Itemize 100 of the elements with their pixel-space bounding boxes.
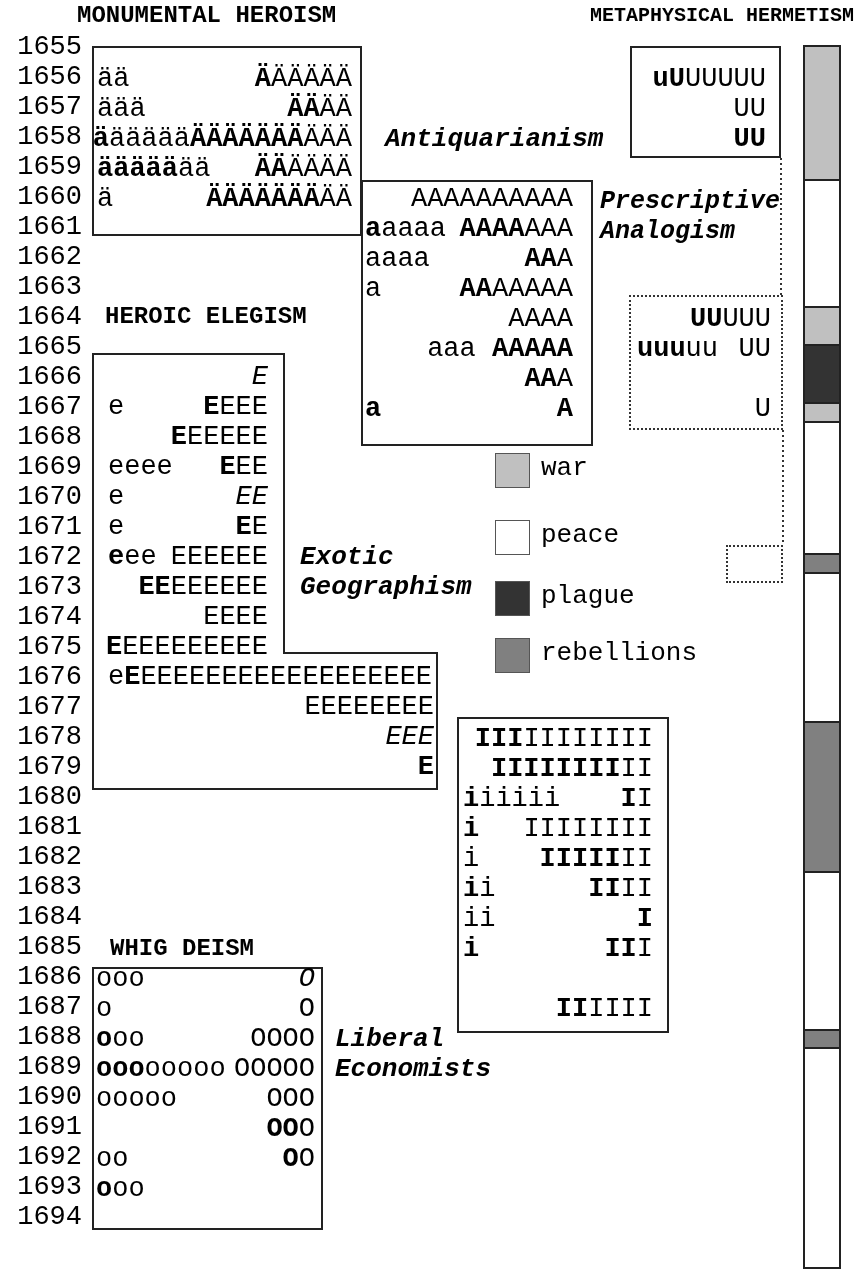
- letter-row: AAAAAAA: [459, 214, 573, 244]
- letter-row: IIIIII: [555, 994, 653, 1024]
- letter-row: ÄÄÄÄ: [287, 94, 352, 124]
- year-label: 1661: [16, 212, 82, 242]
- period-heading: METAPHYSICAL HERMETISM: [590, 3, 855, 29]
- letter-row: O: [298, 964, 315, 994]
- period-label: Antiquarianism: [385, 124, 605, 154]
- letter-row: i: [463, 844, 480, 874]
- year-label: 1694: [16, 1202, 82, 1232]
- year-label: 1658: [16, 122, 82, 152]
- letter-row: uUUUUUU: [652, 64, 766, 94]
- period-label: Prescriptive Analogism: [600, 187, 782, 247]
- year-label: 1663: [16, 272, 82, 302]
- letter-row: eEEEEEEEEEEEEEEEEEEE: [108, 662, 433, 692]
- letter-row: IIIIIIIIIII: [474, 724, 653, 754]
- letter-row: ooo: [96, 964, 145, 994]
- year-label: 1681: [16, 812, 82, 842]
- letter-row: AAAAAAA: [459, 274, 573, 304]
- letter-row: II: [620, 784, 653, 814]
- letter-row: EE: [235, 512, 268, 542]
- letter-row: ääääääÄÄÄÄÄÄÄÄÄÄ: [92, 124, 352, 154]
- year-label: 1668: [16, 422, 82, 452]
- year-label: 1657: [16, 92, 82, 122]
- letter-row: a: [365, 274, 382, 304]
- year-label: 1692: [16, 1142, 82, 1172]
- letter-row: ÄÄÄÄÄÄÄÄÄ: [206, 184, 352, 214]
- letter-row: UU: [733, 124, 766, 154]
- year-label: 1676: [16, 662, 82, 692]
- letter-row: uuuuu: [637, 334, 718, 364]
- letter-row: OOOOO: [234, 1054, 315, 1084]
- letter-row: AAAA: [508, 304, 573, 334]
- letter-row: E: [417, 752, 434, 782]
- letter-row: ÄÄÄÄÄÄ: [254, 154, 352, 184]
- letter-row: AAAAAAAAAA: [410, 184, 573, 214]
- letter-row: EE: [235, 482, 268, 512]
- letter-row: äääääää: [97, 154, 211, 184]
- letter-row: OOO: [266, 1114, 315, 1144]
- letter-row: EEEEEEEE: [138, 572, 268, 602]
- letter-row: EEE: [385, 722, 434, 752]
- letter-row: äää: [97, 94, 146, 124]
- legend-label: war: [541, 453, 588, 483]
- year-label: 1693: [16, 1172, 82, 1202]
- letter-row: EEEEEEEE: [304, 692, 434, 722]
- period-label: Exotic Geographism: [300, 542, 473, 602]
- letter-row: o: [96, 994, 113, 1024]
- letter-row: ää: [97, 64, 130, 94]
- letter-row: ä: [97, 184, 114, 214]
- year-label: 1669: [16, 452, 82, 482]
- year-label: 1674: [16, 602, 82, 632]
- letter-row: EEEE: [203, 392, 268, 422]
- letter-row: AAA: [524, 364, 573, 394]
- year-label: 1662: [16, 242, 82, 272]
- letter-row: OOO: [266, 1084, 315, 1114]
- year-label: 1677: [16, 692, 82, 722]
- letter-row: EEEEEEEEEE: [105, 632, 268, 662]
- year-label: 1687: [16, 992, 82, 1022]
- year-label: 1673: [16, 572, 82, 602]
- letter-row: EEE: [219, 452, 268, 482]
- letter-row: ooo: [96, 1174, 145, 1204]
- letter-row: ii: [463, 874, 496, 904]
- letter-row: U: [754, 394, 771, 424]
- period-box: [629, 295, 783, 430]
- empty-box: [726, 545, 783, 583]
- letter-row: IIIIIIII: [523, 814, 653, 844]
- letter-row: ÄÄÄÄÄÄ: [254, 64, 352, 94]
- letter-row: oo: [96, 1144, 129, 1174]
- legend-label: peace: [541, 520, 619, 550]
- letter-row: e: [108, 482, 125, 512]
- dotted-connector: [780, 157, 782, 296]
- letter-row: OOOO: [250, 1024, 315, 1054]
- year-label: 1660: [16, 182, 82, 212]
- letter-row: e: [108, 392, 125, 422]
- legend-label: rebellions: [541, 638, 698, 668]
- letter-row: e: [108, 512, 125, 542]
- letter-row: aaaaa: [365, 214, 446, 244]
- year-label: 1670: [16, 482, 82, 512]
- year-label: 1688: [16, 1022, 82, 1052]
- letter-row: I: [636, 904, 653, 934]
- period-heading: MONUMENTAL HEROISM: [77, 2, 337, 30]
- year-label: 1679: [16, 752, 82, 782]
- letter-row: UUUUU: [690, 304, 771, 334]
- letter-row: IIIIIIIIII: [490, 754, 653, 784]
- period-box: [457, 717, 669, 1033]
- letter-row: eee: [108, 542, 157, 572]
- year-label: 1686: [16, 962, 82, 992]
- letter-row: UU: [738, 334, 771, 364]
- letter-row: AAA: [524, 244, 573, 274]
- letter-row: i: [463, 814, 480, 844]
- letter-row: eeee: [108, 452, 173, 482]
- letter-row: EEEE: [203, 602, 268, 632]
- year-label: 1666: [16, 362, 82, 392]
- year-label: 1659: [16, 152, 82, 182]
- letter-row: O: [298, 994, 315, 1024]
- year-label: 1683: [16, 872, 82, 902]
- letter-row: aaa AAAAA: [427, 334, 573, 364]
- year-label: 1682: [16, 842, 82, 872]
- letter-row: UU: [733, 94, 766, 124]
- legend-label: plague: [541, 581, 635, 611]
- letter-row: A: [556, 394, 573, 424]
- year-label: 1680: [16, 782, 82, 812]
